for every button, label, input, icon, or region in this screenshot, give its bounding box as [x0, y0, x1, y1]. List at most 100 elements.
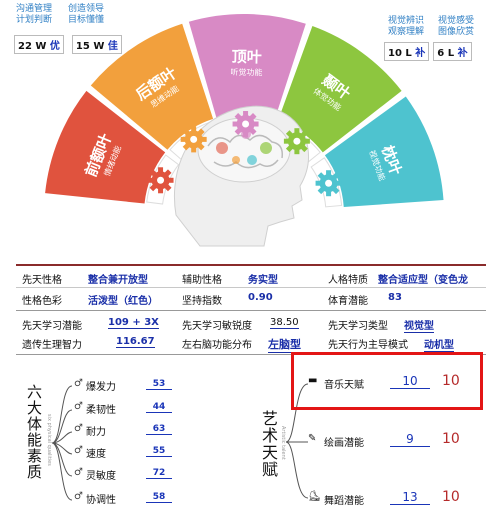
lobe-sector — [45, 90, 166, 204]
paintbrush-icon: ✎ — [308, 433, 317, 444]
lobe-name: 顶叶 — [232, 48, 262, 67]
note-communication: 沟通管理 计划判断 — [16, 4, 53, 25]
score-value: 15 — [75, 41, 90, 52]
value-behavior-mode: 动机型 — [424, 336, 454, 352]
label-personality-color: 性格色彩 — [22, 296, 62, 307]
talent-max: 10 — [442, 489, 460, 505]
talent-row: ⛸ 舞蹈潜能 13 10 — [308, 489, 483, 508]
score-grade: 补 — [457, 48, 468, 59]
row-separator — [16, 287, 486, 288]
figure-icon: ♂ — [74, 378, 83, 389]
value-learning-potential: 109 + 3X — [108, 317, 159, 329]
figure-icon: ♂ — [74, 491, 83, 502]
gear-icon — [180, 126, 207, 153]
value-learning-type: 视觉型 — [404, 317, 434, 333]
physical-quality-label: 耐力 — [86, 427, 106, 438]
lobe-sector — [278, 26, 402, 153]
physical-quality-value: 63 — [146, 424, 172, 435]
physical-quality-value: 72 — [146, 468, 172, 479]
talent-title: 艺术天赋 — [262, 409, 279, 479]
label-personality-trait: 人格特质 — [328, 275, 368, 286]
score-left-box: 10 L 补 — [384, 42, 430, 61]
physical-quality-row: ♂ 速度 55 — [74, 445, 194, 460]
score-unit: W — [35, 41, 47, 52]
score-value: 6 — [437, 48, 445, 59]
gear-icon — [315, 170, 342, 197]
score-left-box: 22 W 优 — [14, 35, 64, 54]
physical-quality-label: 爆发力 — [86, 382, 116, 393]
score-unit: L — [447, 48, 455, 59]
highlight-box — [291, 352, 483, 410]
note-creativity: 创造领导 目标懂懂 — [68, 4, 105, 25]
score-right-box: 15 W 佳 — [71, 35, 122, 54]
top-right-scores: 10 L 补 6 L 补 — [384, 42, 472, 61]
value-persistence-index: 0.90 — [248, 292, 273, 303]
label-genetic-iq: 遗传生理智力 — [22, 340, 82, 351]
talent-label: 绘画潜能 — [324, 438, 364, 449]
value-learning-sensitivity: 38.50 — [270, 317, 299, 329]
physical-quality-label: 灵敏度 — [86, 471, 116, 482]
label-behavior-mode: 先天行为主导模式 — [328, 340, 408, 351]
talent-tree-lines — [285, 383, 309, 499]
divider-top — [16, 264, 486, 266]
score-unit: L — [405, 48, 412, 59]
talent-label: 舞蹈潜能 — [324, 496, 364, 507]
score-grade: 补 — [415, 48, 426, 59]
physical-quality-value: 53 — [146, 379, 172, 390]
gear-icon — [147, 167, 174, 194]
gear-icon — [232, 111, 259, 138]
label-learning-type: 先天学习类型 — [328, 321, 388, 332]
talent-max: 10 — [442, 373, 460, 389]
row-separator — [16, 354, 486, 355]
physical-title: 六大体能素质 — [27, 383, 43, 481]
skate-icon: ⛸ — [308, 491, 321, 502]
value-brain-distribution: 左脑型 — [268, 338, 301, 353]
score-value: 22 — [18, 41, 32, 52]
value-sports-potential: 83 — [388, 292, 402, 303]
lobe-function: 听觉功能 — [230, 67, 262, 78]
figure-icon: ♂ — [74, 467, 83, 478]
talent-value: 9 — [390, 432, 430, 447]
note-visual-recognition: 视觉辨识 观察理解 — [388, 16, 425, 37]
physical-quality-row: ♂ 爆发力 53 — [74, 378, 194, 393]
label-innate-personality: 先天性格 — [22, 275, 62, 286]
lobe-sector — [324, 96, 444, 208]
label-brain-distribution: 左右脑功能分布 — [182, 340, 252, 351]
value-genetic-iq: 116.67 — [116, 336, 155, 348]
head-silhouette — [173, 105, 309, 247]
label-auxiliary-personality: 辅助性格 — [182, 275, 222, 286]
physical-quality-label: 速度 — [86, 449, 106, 460]
physical-quality-value: 55 — [146, 446, 172, 457]
label-sports-potential: 体育潜能 — [328, 296, 368, 307]
row-separator — [16, 310, 486, 311]
talent-row: ✎ 绘画潜能 9 10 — [308, 431, 483, 450]
figure-icon: ♂ — [74, 401, 83, 412]
figure-icon: ♂ — [74, 423, 83, 434]
label-persistence-index: 坚持指数 — [182, 296, 222, 307]
radio-icon: ▬ — [308, 375, 318, 386]
score-unit: W — [93, 41, 105, 52]
talent-value: 10 — [390, 374, 430, 389]
gear-icon — [283, 128, 310, 155]
score-value: 10 — [388, 48, 402, 59]
physical-quality-row: ♂ 协调性 58 — [74, 491, 194, 506]
value-personality-color: 活泼型（红色） — [88, 296, 158, 307]
score-right-box: 6 L 补 — [433, 42, 472, 61]
physical-quality-row: ♂ 耐力 63 — [74, 423, 194, 438]
physical-quality-value: 58 — [146, 492, 172, 503]
lobe-sector — [90, 23, 214, 150]
score-grade: 优 — [49, 41, 60, 52]
talent-row: ▬ 音乐天赋 10 10 — [308, 373, 483, 392]
physical-quality-row: ♂ 灵敏度 72 — [74, 467, 194, 482]
physical-quality-value: 44 — [146, 402, 172, 413]
brain-lobe-diagram: 前额叶情绪动能后额叶思维动能顶叶听觉功能颞叶体觉功能枕叶视觉功能 — [45, 13, 444, 247]
note-visual-feeling: 视觉感受 图像欣赏 — [438, 16, 475, 37]
figure-icon: ♂ — [74, 445, 83, 456]
physical-tree-lines — [51, 385, 73, 501]
label-learning-potential: 先天学习潜能 — [22, 321, 82, 332]
talent-value: 13 — [390, 490, 430, 505]
value-auxiliary-personality: 务实型 — [248, 275, 278, 286]
talent-max: 10 — [442, 431, 460, 447]
value-innate-personality: 整合兼开放型 — [88, 275, 148, 286]
physical-quality-row: ♂ 柔韧性 44 — [74, 401, 194, 416]
